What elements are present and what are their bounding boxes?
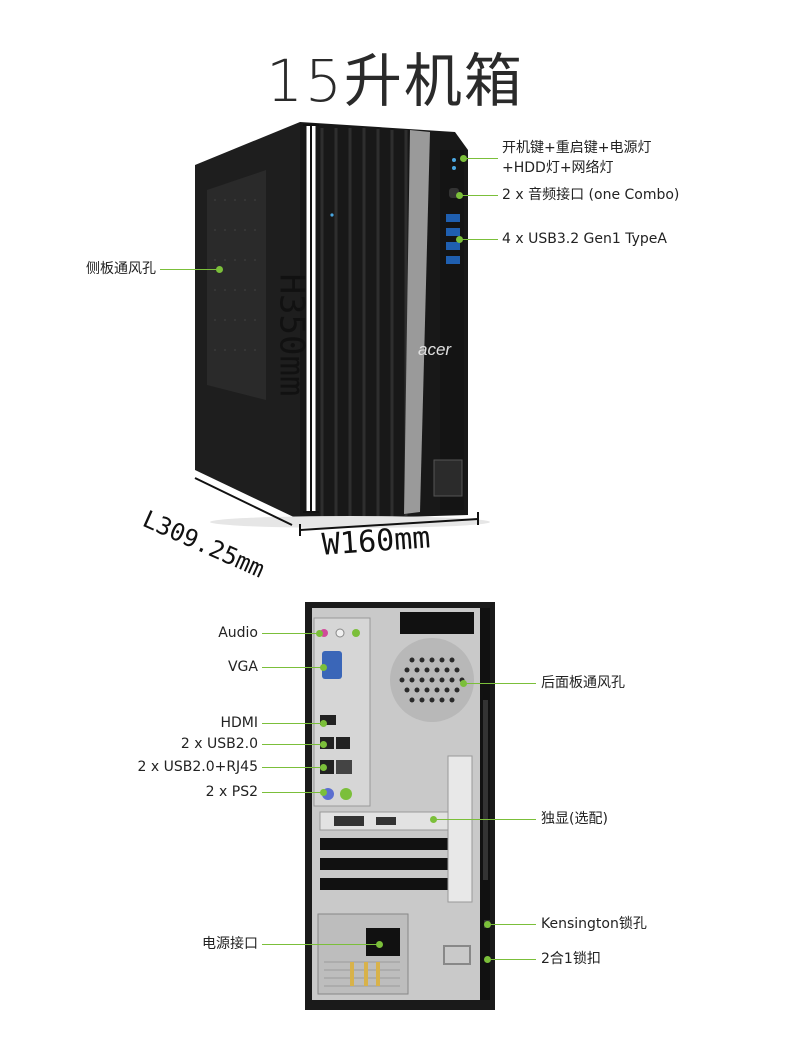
callout-leader xyxy=(262,767,324,768)
callout-dot xyxy=(320,664,327,671)
callout-leader xyxy=(262,633,320,634)
callout-dot xyxy=(316,630,323,637)
callout-dot xyxy=(460,680,467,687)
power-buttons-label-2: +HDD灯+网络灯 xyxy=(502,160,614,176)
acer-logo: acer xyxy=(418,340,452,359)
badge xyxy=(433,459,463,497)
discrete-gpu-label: 独显(选配) xyxy=(541,811,608,827)
callout-dot xyxy=(320,789,327,796)
callout-dot xyxy=(456,192,463,199)
vga-label: VGA xyxy=(227,659,258,675)
callout-leader xyxy=(160,269,218,270)
silver-strip xyxy=(404,130,430,514)
power-socket xyxy=(366,928,400,956)
callout-dot xyxy=(376,941,383,948)
io-shield xyxy=(313,617,371,807)
hdmi-port xyxy=(320,715,336,725)
callout-leader xyxy=(488,924,536,925)
usb2-label: 2 x USB2.0 xyxy=(180,736,258,752)
callout-leader xyxy=(262,667,324,668)
usb2-rj45-label: 2 x USB2.0+RJ45 xyxy=(137,759,259,775)
callout-leader xyxy=(460,239,498,240)
callout-leader xyxy=(464,158,498,159)
audio-label: Audio xyxy=(218,625,258,641)
page-title: 15升机箱 xyxy=(266,47,524,115)
power-socket-label: 电源接口 xyxy=(202,936,258,952)
callout-dot xyxy=(456,236,463,243)
callout-dot xyxy=(320,764,327,771)
power-buttons-label-1: 开机键+重启键+电源灯 xyxy=(502,140,652,156)
ps2-label: 2 x PS2 xyxy=(205,784,258,800)
callout-dot xyxy=(484,956,491,963)
callout-leader xyxy=(488,959,536,960)
rear-vent-label: 后面板通风孔 xyxy=(541,675,625,691)
side-vent-label: 侧板通风孔 xyxy=(86,261,156,277)
kensington-label: Kensington锁孔 xyxy=(541,916,647,932)
callout-leader xyxy=(262,744,324,745)
callout-leader xyxy=(434,819,536,820)
usb-front-label: 4 x USB3.2 Gen1 TypeA xyxy=(502,231,667,247)
callout-dot xyxy=(320,741,327,748)
callout-dot xyxy=(320,720,327,727)
side-vent-grille xyxy=(207,170,266,400)
callout-leader xyxy=(464,683,536,684)
lock-buckle-label: 2合1锁扣 xyxy=(541,951,601,967)
hdmi-label: HDMI xyxy=(220,715,258,731)
callout-leader xyxy=(262,944,380,945)
audio-jack-label: 2 x 音频接口 (one Combo) xyxy=(502,187,680,203)
callout-dot xyxy=(430,816,437,823)
callout-dot xyxy=(484,921,491,928)
lock-loop xyxy=(443,945,471,965)
vga-port xyxy=(322,651,342,679)
callout-dot xyxy=(460,155,467,162)
callout-dot xyxy=(216,266,223,273)
callout-leader xyxy=(460,195,498,196)
callout-leader xyxy=(262,792,324,793)
callout-leader xyxy=(262,723,324,724)
